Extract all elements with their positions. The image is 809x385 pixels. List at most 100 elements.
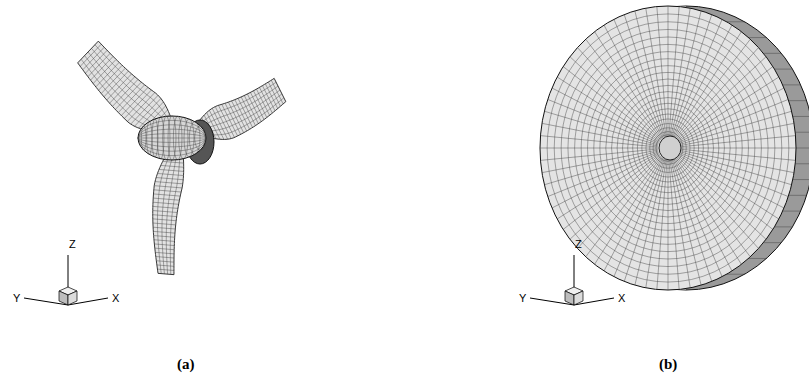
mesh-line bbox=[586, 39, 662, 139]
mesh-line bbox=[153, 227, 175, 229]
mesh-line bbox=[670, 159, 690, 288]
mesh-line bbox=[635, 159, 665, 285]
blade-mesh bbox=[153, 149, 184, 274]
mesh-line bbox=[678, 99, 789, 144]
mesh-line bbox=[668, 6, 669, 137]
mesh-line bbox=[577, 156, 660, 248]
mesh-line bbox=[552, 153, 659, 208]
mesh-line bbox=[671, 159, 701, 285]
mesh-line bbox=[540, 136, 657, 147]
mesh-line bbox=[162, 150, 175, 274]
mesh-line bbox=[548, 152, 659, 197]
mesh-line bbox=[154, 186, 182, 188]
mesh-line bbox=[157, 265, 174, 266]
mesh-line bbox=[166, 150, 177, 274]
mesh-line bbox=[657, 159, 667, 289]
mesh-line bbox=[198, 82, 276, 126]
hub-mesh bbox=[138, 116, 214, 164]
mesh-line bbox=[577, 48, 660, 140]
axis-cube bbox=[574, 291, 583, 305]
mesh-line bbox=[138, 138, 206, 156]
axis-label: Y bbox=[13, 293, 20, 304]
mesh-line bbox=[153, 202, 179, 204]
mesh-line bbox=[793, 179, 809, 180]
mesh-line bbox=[586, 157, 662, 257]
mesh-line bbox=[789, 195, 807, 196]
mesh-line bbox=[153, 211, 177, 213]
mesh-line bbox=[154, 190, 181, 192]
mesh-line bbox=[748, 37, 766, 38]
turbine-mesh bbox=[78, 41, 286, 275]
mesh-line bbox=[544, 111, 658, 145]
mesh-line bbox=[783, 84, 801, 85]
mesh-line bbox=[544, 151, 658, 185]
mesh-line bbox=[157, 173, 183, 175]
axis-label: X bbox=[618, 293, 625, 304]
mesh-line bbox=[159, 169, 184, 171]
mesh-line bbox=[675, 39, 751, 139]
mesh-line bbox=[552, 88, 659, 143]
mesh-line bbox=[138, 138, 206, 142]
mesh-line bbox=[624, 15, 664, 138]
axis-cube bbox=[59, 291, 68, 305]
mesh-line bbox=[154, 244, 174, 246]
axis-label: Z bbox=[575, 239, 582, 250]
mesh-line bbox=[669, 159, 679, 289]
mesh-line bbox=[614, 158, 664, 276]
mesh-line bbox=[154, 240, 175, 242]
mesh-line bbox=[170, 150, 180, 274]
axis-cube bbox=[565, 291, 574, 305]
mesh-line bbox=[676, 155, 766, 239]
mesh-line bbox=[85, 56, 167, 130]
mesh-line bbox=[675, 157, 751, 257]
mesh-line bbox=[156, 261, 174, 262]
mesh-line bbox=[676, 57, 766, 141]
mesh-line bbox=[774, 226, 792, 227]
mesh-line bbox=[668, 159, 669, 290]
mesh-line bbox=[138, 129, 206, 138]
mesh-line bbox=[153, 219, 176, 221]
hub-surface bbox=[138, 116, 206, 160]
mesh-line bbox=[138, 138, 206, 151]
mesh-line bbox=[153, 198, 179, 200]
mesh-line bbox=[155, 248, 174, 250]
mesh-line bbox=[727, 21, 745, 22]
mesh-line bbox=[678, 148, 796, 149]
mesh-line bbox=[138, 138, 206, 147]
mesh-line bbox=[91, 48, 169, 126]
mesh-line bbox=[570, 57, 660, 141]
mesh-line bbox=[646, 8, 666, 137]
mesh-line bbox=[157, 150, 171, 274]
mesh-line bbox=[678, 149, 795, 160]
mesh-line bbox=[672, 19, 722, 137]
mesh-line bbox=[540, 149, 657, 160]
mesh-line bbox=[678, 136, 795, 147]
mesh-line bbox=[669, 7, 679, 137]
mesh-line bbox=[796, 148, 809, 149]
axis-label: Z bbox=[69, 239, 76, 250]
mesh-line bbox=[657, 7, 667, 137]
mesh-line bbox=[155, 182, 183, 184]
mesh-line bbox=[675, 48, 758, 140]
mesh-line bbox=[614, 19, 664, 137]
mesh-line bbox=[672, 158, 722, 276]
mesh-line bbox=[678, 151, 792, 185]
mesh-line bbox=[677, 153, 784, 208]
mesh-line bbox=[795, 163, 809, 164]
mesh-line bbox=[748, 258, 766, 259]
mesh-line bbox=[95, 45, 171, 125]
mesh-line bbox=[763, 242, 781, 243]
mesh-line bbox=[570, 155, 660, 239]
mesh-line bbox=[153, 231, 175, 233]
axis-triad bbox=[24, 255, 108, 305]
mesh-line bbox=[153, 223, 176, 225]
mesh-line bbox=[138, 138, 206, 139]
mesh-line bbox=[789, 100, 807, 101]
mesh-line bbox=[156, 257, 174, 258]
mesh-line bbox=[153, 215, 177, 217]
mesh-line bbox=[635, 11, 665, 137]
disk-face bbox=[540, 6, 796, 290]
mesh-line bbox=[138, 125, 206, 138]
